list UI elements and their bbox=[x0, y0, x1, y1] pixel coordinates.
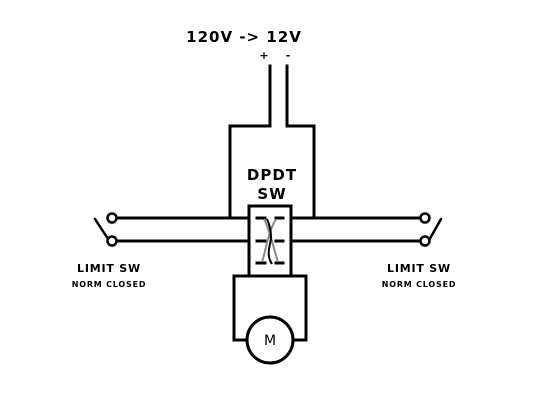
minus-terminal-label: - bbox=[286, 49, 291, 62]
motor-lead-left bbox=[232, 274, 251, 342]
left-limit-switch-subtitle: NORM CLOSED bbox=[72, 280, 147, 289]
right-limit-switch-terminal-lower bbox=[419, 235, 431, 247]
plus-terminal-label: + bbox=[259, 49, 268, 62]
left-limit-switch-label: LIMIT SW bbox=[77, 262, 141, 275]
dpdt-switch-label: DPDT bbox=[247, 166, 297, 184]
dpdt-cross-wire-1 bbox=[263, 218, 279, 263]
dpdt-cross-wire-3 bbox=[266, 218, 273, 265]
switch-enclosure-right bbox=[285, 124, 316, 220]
motor-label: M bbox=[264, 333, 276, 349]
right-limit-switch-label: LIMIT SW bbox=[387, 262, 451, 275]
right-limit-switch-subtitle: NORM CLOSED bbox=[382, 280, 457, 289]
dpdt-switch-label-line2: SW bbox=[257, 185, 286, 203]
left-limit-switch-terminal-lower bbox=[106, 235, 118, 247]
left-limit-switch-terminal-upper bbox=[106, 212, 118, 224]
dpdt-cross-wire-2 bbox=[261, 218, 277, 263]
dpdt-switch-body bbox=[247, 204, 293, 278]
motor-lead-right bbox=[289, 274, 308, 342]
motor-symbol bbox=[245, 315, 295, 365]
right-limit-switch-terminal-upper bbox=[419, 212, 431, 224]
right-limit-switch-blade bbox=[426, 217, 443, 244]
switch-enclosure-left bbox=[228, 124, 272, 220]
power-supply-label: 120V -> 12V bbox=[186, 28, 302, 46]
